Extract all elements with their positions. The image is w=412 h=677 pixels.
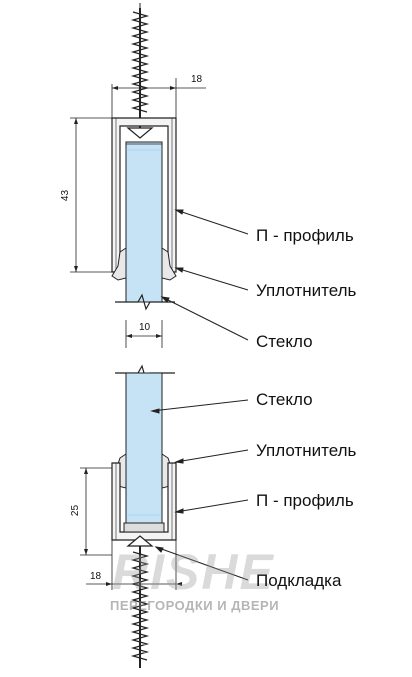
glass-thickness-dimension — [125, 320, 163, 348]
dim-top-width: 18 — [191, 74, 203, 85]
dim-bottom-width: 18 — [90, 571, 102, 582]
top-screw — [126, 3, 154, 139]
bottom-glass-pane — [115, 364, 175, 524]
dim-top-height: 43 — [60, 189, 72, 202]
watermark-brand: RISHE — [112, 544, 275, 600]
label-glass-bottom: Стекло — [256, 390, 313, 409]
bottom-p-profile — [111, 462, 177, 541]
top-width-dimension — [111, 78, 206, 118]
top-glass-pane — [115, 141, 175, 311]
top-seal — [111, 247, 177, 281]
label-glass-top: Стекло — [256, 332, 313, 351]
bottom-width-dimension — [86, 540, 182, 590]
label-seal-bottom: Уплотнитель — [256, 441, 357, 460]
bottom-screw — [126, 535, 154, 668]
bottom-height-dimension — [80, 467, 112, 556]
top-height-dimension — [70, 117, 112, 273]
label-p-profile-bottom: П - профиль — [256, 491, 354, 510]
dim-bottom-height: 25 — [70, 504, 82, 517]
watermark-tagline: ПЕРЕГОРОДКИ И ДВЕРИ — [110, 598, 280, 613]
label-seal-top: Уплотнитель — [256, 281, 357, 300]
bottom-pad — [123, 522, 165, 533]
leader-lines — [150, 209, 249, 581]
dim-glass-thickness: 10 — [139, 322, 151, 333]
label-p-profile-top: П - профиль — [256, 226, 354, 245]
label-pad: Подкладка — [256, 571, 342, 590]
